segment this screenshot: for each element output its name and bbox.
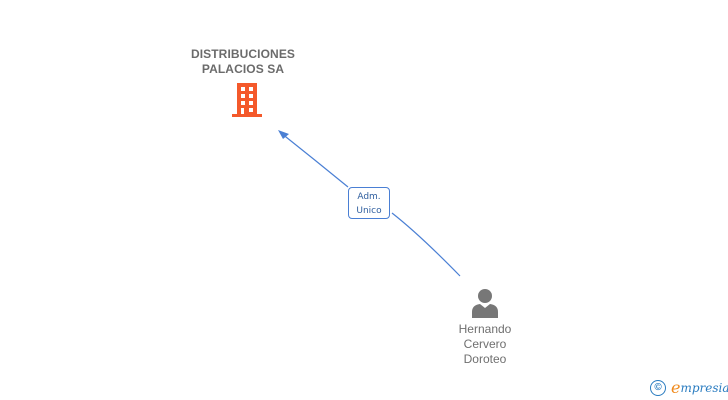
person-icon xyxy=(472,289,498,318)
brand-first-letter: e xyxy=(671,378,681,397)
company-name-line2: PALACIOS SA xyxy=(201,62,285,76)
person-name-line3: Doroteo xyxy=(463,352,507,366)
person-name-line2: Cervero xyxy=(463,337,507,351)
relation-label-line1: Adm. xyxy=(357,192,381,202)
edge-line-lower xyxy=(391,212,461,277)
relation-label-line2: Unico xyxy=(356,206,382,216)
brand-name: mpresia xyxy=(680,381,728,395)
company-name-line1: DISTRIBUCIONES xyxy=(190,47,296,61)
company-node[interactable]: DISTRIBUCIONES PALACIOS SA xyxy=(183,47,303,117)
empresia-logo[interactable]: © e mpresia xyxy=(650,378,728,398)
person-node[interactable]: Hernando Cervero Doroteo xyxy=(445,288,525,367)
person-name-line1: Hernando xyxy=(458,322,512,336)
building-icon xyxy=(232,83,262,117)
edge-line-upper xyxy=(280,132,349,188)
company-name[interactable]: DISTRIBUCIONES PALACIOS SA xyxy=(183,47,303,77)
arrowhead-icon xyxy=(278,130,289,139)
copyright-icon: © xyxy=(650,380,666,396)
person-name[interactable]: Hernando Cervero Doroteo xyxy=(445,322,525,367)
relation-label[interactable]: Adm. Unico xyxy=(348,187,390,219)
